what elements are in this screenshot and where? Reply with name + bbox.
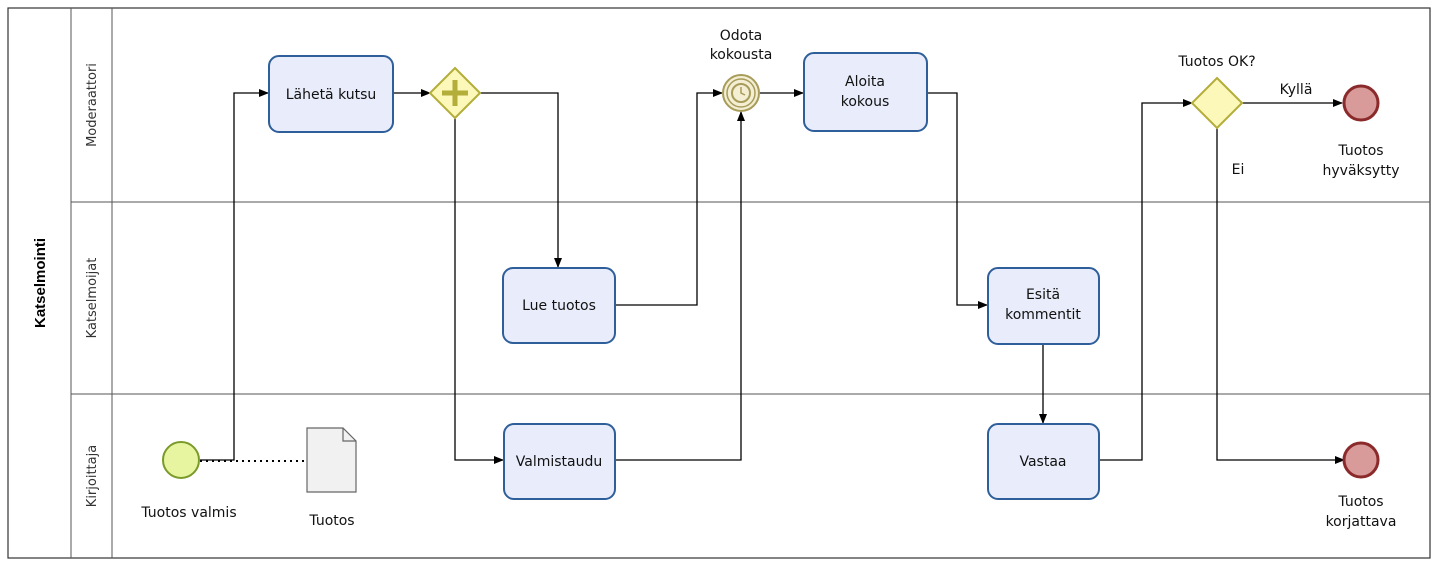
decision-no-label: Ei xyxy=(1232,162,1245,178)
timer-event[interactable] xyxy=(722,74,760,112)
lane-title-katselmoijat: Katselmoijat xyxy=(85,258,100,339)
task-lue-tuotos[interactable]: Lue tuotos xyxy=(502,267,616,344)
task-laheta-kutsu[interactable]: Lähetä kutsu xyxy=(268,55,394,133)
document-fold xyxy=(342,428,356,442)
task-aloita-kokous[interactable]: Aloita kokous xyxy=(803,52,928,132)
flow-start-to-laheta xyxy=(200,89,269,461)
clock-icon xyxy=(731,83,751,103)
task-label-line-1: Esitä xyxy=(1026,287,1060,303)
start-circle xyxy=(162,441,200,479)
plus-icon xyxy=(442,80,468,106)
task-shape xyxy=(987,267,1100,345)
task-vastaa[interactable]: Vastaa xyxy=(987,423,1100,500)
lanes: Moderaattori Katselmoijat Kirjoittaja xyxy=(71,8,1430,558)
timer-label-line-1: Odota xyxy=(720,28,763,44)
end-event-accepted[interactable] xyxy=(1342,84,1380,122)
start-event[interactable] xyxy=(162,441,200,479)
task-valmistaudu[interactable]: Valmistaudu xyxy=(503,423,616,500)
flow-valmistaudu-to-timer xyxy=(615,111,745,461)
task-label: Valmistaudu xyxy=(516,454,602,470)
start-label: Tuotos valmis xyxy=(140,505,236,521)
task-shape xyxy=(987,423,1100,500)
end-fix-label-line-1: Tuotos xyxy=(1337,494,1383,510)
data-object-label: Tuotos xyxy=(308,513,354,529)
flow-gateway-to-lue xyxy=(480,92,562,268)
end-accepted-label-line-2: hyväksytty xyxy=(1323,163,1400,179)
task-label: Lähetä kutsu xyxy=(286,87,377,103)
pool-title: Katselmointi xyxy=(32,238,49,328)
lane-title-moderaattori: Moderaattori xyxy=(85,63,100,147)
data-object-tuotos[interactable] xyxy=(306,427,357,493)
lane-title-kirjoittaja: Kirjoittaja xyxy=(85,445,100,507)
task-shape xyxy=(502,267,616,344)
end-fix-label-line-2: korjattava xyxy=(1326,514,1397,530)
task-label: Vastaa xyxy=(1019,454,1066,470)
timer-label-line-2: kokousta xyxy=(710,47,773,63)
task-label-line-2: kokous xyxy=(841,94,890,110)
document-icon xyxy=(306,427,357,493)
flow-gateway-to-valmistaudu xyxy=(454,118,504,464)
flow-lue-to-timer xyxy=(615,89,723,306)
pool: Katselmointi xyxy=(7,7,1431,559)
task-label: Lue tuotos xyxy=(522,298,596,314)
decision-label: Tuotos OK? xyxy=(1177,54,1255,70)
parallel-gateway[interactable] xyxy=(428,66,482,120)
pool-border xyxy=(7,7,1431,559)
task-label-line-2: kommentit xyxy=(1005,307,1081,323)
task-esita-kommentit[interactable]: Esitä kommentit xyxy=(987,267,1100,345)
task-shape xyxy=(503,423,616,500)
flow-aloita-to-esita xyxy=(927,92,988,309)
timer-inner-circle xyxy=(726,78,756,108)
end-circle xyxy=(1342,441,1380,479)
end-event-fix[interactable] xyxy=(1342,441,1380,479)
flow-vastaa-to-decision xyxy=(1099,99,1193,461)
task-shape xyxy=(803,52,928,132)
end-accepted-label-line-1: Tuotos xyxy=(1337,143,1383,159)
decision-gateway[interactable] xyxy=(1190,76,1244,130)
flow-decision-no xyxy=(1216,128,1345,464)
gateway-diamond xyxy=(1190,76,1244,130)
decision-yes-label: Kyllä xyxy=(1280,82,1313,98)
end-circle xyxy=(1342,84,1380,122)
sequence-flows xyxy=(200,89,1345,464)
task-label-line-1: Aloita xyxy=(845,74,885,90)
task-shape xyxy=(268,55,394,133)
